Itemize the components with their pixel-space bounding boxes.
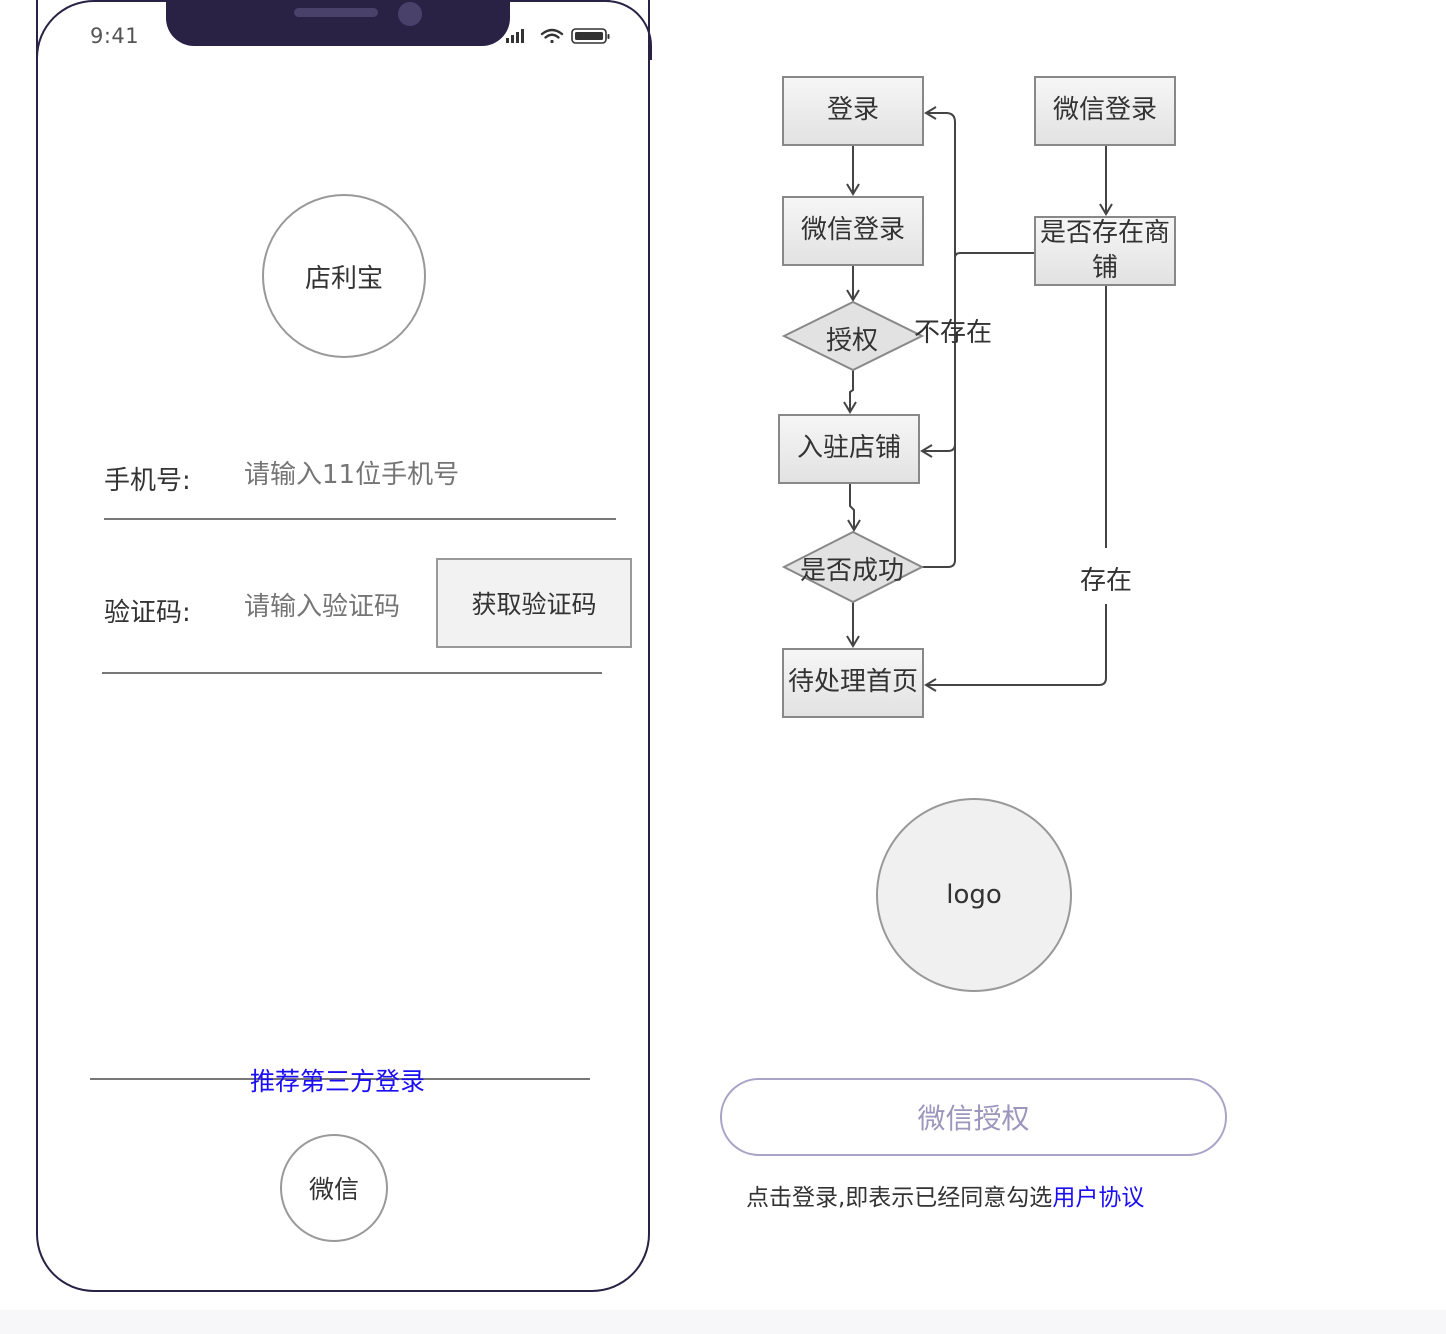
flow-label-exist: 存在 [1080, 560, 1133, 597]
wifi-icon [540, 28, 564, 44]
flow-node-settle-shop: 入驻店铺 [778, 414, 920, 484]
flow-node-pending-home: 待处理首页 [782, 648, 924, 718]
speaker [294, 8, 378, 17]
flow-node-login: 登录 [782, 76, 924, 146]
code-label: 验证码: [104, 598, 191, 628]
phone-notch [166, 0, 510, 46]
flow-node-wechat-login: 微信登录 [782, 196, 924, 266]
code-input[interactable] [244, 592, 430, 622]
flow-node-wechat-login-top: 微信登录 [1034, 76, 1176, 146]
battery-icon [571, 28, 610, 44]
authorize-diamond [781, 300, 925, 372]
signal-icon [506, 29, 524, 43]
app-logo: logo [876, 798, 1072, 992]
flow-node-success: 是否成功 [800, 556, 905, 586]
user-agreement-link[interactable]: 用户协议 [1052, 1185, 1145, 1211]
success-diamond [781, 530, 925, 604]
flow-label-not-exist: 不存在 [914, 318, 993, 348]
phone-input[interactable] [244, 460, 584, 490]
flow-node-authorize: 授权 [826, 326, 879, 356]
third-party-divider [90, 1078, 590, 1080]
status-time: 9:41 [90, 24, 140, 48]
code-underline [102, 672, 602, 674]
get-code-button[interactable]: 获取验证码 [436, 558, 632, 648]
wechat-auth-button[interactable]: 微信授权 [720, 1078, 1227, 1156]
status-icons [506, 28, 610, 44]
wechat-login-button[interactable]: 微信 [280, 1134, 388, 1242]
third-party-label[interactable]: 推荐第三方登录 [250, 1067, 426, 1096]
phone-label: 手机号: [104, 466, 191, 496]
bottom-strip [0, 1310, 1446, 1334]
camera [398, 2, 422, 26]
agreement-prefix: 点击登录,即表示已经同意勾选 [746, 1185, 1053, 1211]
brand-logo: 店利宝 [262, 194, 426, 358]
flow-node-has-shop: 是否存在商铺 [1034, 216, 1176, 286]
agreement-text: 点击登录,即表示已经同意勾选用户协议 [746, 1178, 1144, 1212]
phone-underline [104, 518, 616, 520]
